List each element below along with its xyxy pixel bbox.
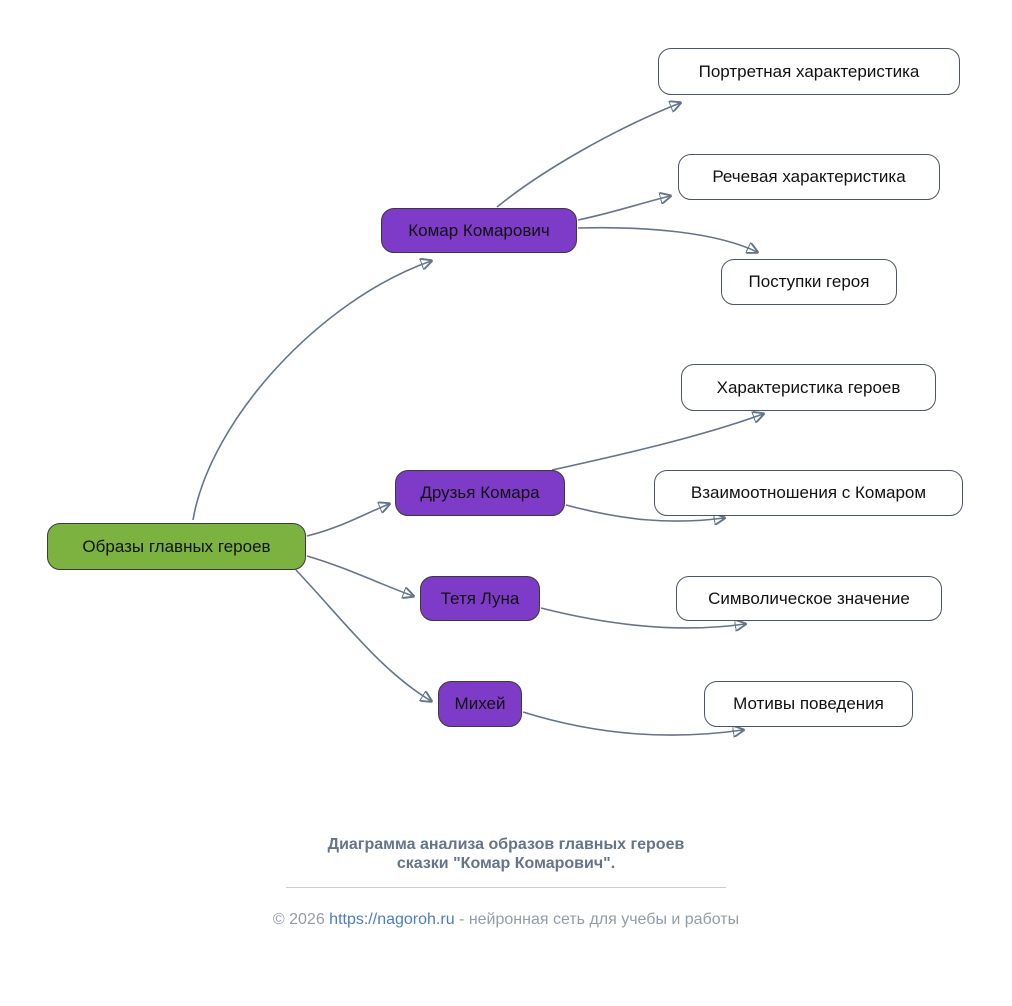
edge-tetya-simvol: [540, 607, 745, 628]
node-postupki-label: Поступки героя: [748, 272, 870, 291]
node-motivy-label: Мотивы поведения: [733, 694, 884, 713]
node-druzya-label: Друзья Комара: [420, 483, 540, 502]
edge-druzya-vzaimo: [565, 504, 724, 521]
footer-credit: © 2026 https://nagoroh.ru - нейронная се…: [0, 911, 1012, 929]
footer-tagline: - нейронная сеть для учебы и работы: [454, 911, 740, 928]
node-simvolicheskoe-znachenie: Символическое значение: [676, 576, 942, 621]
edge-druzya-kharakteristika: [551, 414, 763, 471]
node-komar-label: Комар Комарович: [408, 220, 550, 240]
node-root: Образы главных героев: [47, 523, 306, 570]
node-kharakteristika-label: Характеристика героев: [716, 377, 901, 397]
edge-mikhey-motivy: [522, 711, 743, 735]
footer-link: https://nagoroh.ru: [329, 911, 455, 928]
edge-root-druzya: [306, 504, 389, 537]
edge-root-mikhey: [295, 569, 431, 701]
caption-divider: [286, 887, 726, 888]
node-tetya-label: Тетя Луна: [440, 588, 520, 608]
node-postupki-geroya: Поступки героя: [721, 259, 897, 305]
node-rechevaya-kharakteristika: Речевая характеристика: [678, 154, 940, 200]
edge-root-tetya: [306, 555, 413, 596]
node-vzaimo-label: Взаимоотношения с Комаром: [690, 483, 927, 502]
caption-line-2: сказки "Комар Комарович".: [396, 855, 616, 872]
node-vzaimootnosheniya: Взаимоотношения с Комаром: [654, 470, 963, 516]
edge-root-komar: [192, 261, 431, 521]
node-mikhey: Михей: [438, 681, 522, 727]
node-komar-komarovich: Комар Комарович: [381, 208, 577, 253]
node-mikhey-label: Михей: [454, 694, 506, 713]
node-rech-label: Речевая характеристика: [712, 167, 906, 186]
diagram-caption: Диаграмма анализа образов главных героев…: [0, 835, 1012, 873]
edge-komar-rech: [577, 196, 670, 221]
node-tetya-luna: Тетя Луна: [420, 576, 540, 621]
edge-komar-postupki: [577, 226, 757, 252]
node-root-label: Образы главных героев: [82, 536, 271, 556]
node-druzya-komara: Друзья Комара: [395, 470, 565, 516]
edge-komar-portret: [496, 103, 680, 208]
footer-copyright: © 2026: [272, 911, 330, 928]
node-motivy-povedeniya: Мотивы поведения: [704, 681, 913, 727]
node-kharakteristika-geroev: Характеристика героев: [681, 364, 936, 411]
node-portretnaya-kharakteristika: Портретная характеристика: [658, 48, 960, 95]
node-portret-label: Портретная характеристика: [698, 61, 920, 81]
node-simvol-label: Символическое значение: [708, 588, 910, 608]
caption-line-1: Диаграмма анализа образов главных героев: [327, 836, 685, 853]
